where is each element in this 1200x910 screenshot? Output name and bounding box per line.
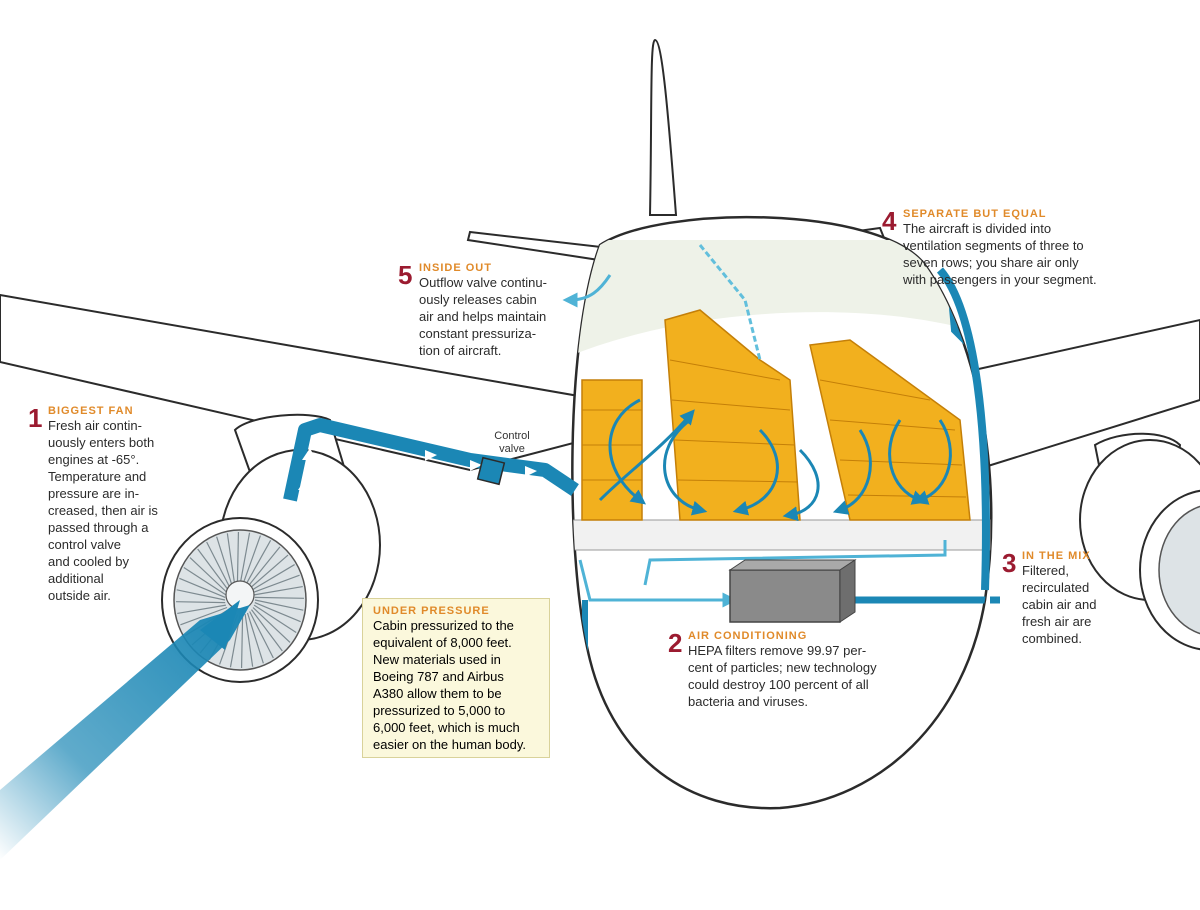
fan-blade [239,532,251,586]
callout-heading: Biggest fan [48,405,134,417]
overhead-duct-center [698,244,762,361]
fan-blade [183,566,227,596]
cabin-floor [572,519,991,551]
callout-air-conditioning: 2 Air conditioning HEPA filters remove 9… [668,630,928,710]
callout-text: HEPA filters remove 99.97 per- cent of p… [688,643,877,709]
bleed-air-duct [283,418,579,502]
callout-heading: In the mix [1022,550,1091,562]
return-duct-left [578,559,738,608]
fan-blade [189,557,228,593]
intake-arrowhead [200,600,240,650]
fan-blade [247,546,281,588]
fan-blade [251,609,283,652]
fan-blade [176,601,226,604]
tail-fin [648,38,678,216]
callout-heading: Separate but equal [903,208,1047,220]
callout-biggest-fan: 1 Biggest fan Fresh air contin- uously e… [28,405,168,604]
fan-blade [179,577,226,598]
callout-number: 1 [28,403,43,433]
fan-blade [226,533,236,586]
fan-blade [249,611,274,659]
callout-text: Filtered, recirculated cabin air and fre… [1022,563,1097,646]
fan-blade [236,532,240,586]
fan-blade [253,604,297,634]
fan-blade [176,589,226,601]
fan-blade [252,607,291,643]
return-duct-right [643,540,947,586]
seat-block-left [581,379,643,521]
seat-block-right [809,339,971,521]
air-conditioning-unit [729,569,841,623]
box-heading: Under pressure [373,605,490,617]
right-engine-fan [1158,505,1200,635]
callout-heading: Inside out [419,262,492,274]
control-valve [476,456,506,486]
fan-blade [249,554,289,589]
callout-text: The aircraft is divided into ventilation… [903,221,1097,287]
box-text: Cabin pressurized to the equivalent of 8… [373,618,526,752]
callout-number: 3 [1002,548,1017,578]
left-stabilizer [466,230,614,264]
callout-separate-but-equal: 4 Separate but equal The aircraft is div… [882,208,1142,288]
callout-number: 4 [882,206,897,236]
fan-blade [246,612,264,664]
bleed-air-chevrons [298,448,537,490]
fan-blade [253,585,303,596]
fan-blade [252,574,300,594]
under-pressure-box: Under pressure Cabin pressurized to the … [362,598,550,758]
fan-blade [180,606,228,626]
callout-heading: Air conditioning [688,630,808,642]
fan-blade [216,536,234,588]
control-valve-label: Control valve [494,430,530,455]
callout-text: Fresh air contin- uously enters both eng… [48,418,158,603]
seat-block-center [664,309,801,521]
cabin-airflow-arrows [598,398,952,522]
fan-blade [254,596,304,599]
callout-number: 5 [398,260,413,290]
fan-blade [177,604,227,615]
callout-inside-out: 5 Inside out Outflow valve continu- ousl… [398,262,598,359]
fan-blade [244,540,272,587]
fan-blade [254,602,301,623]
fan-blade [251,564,295,591]
fresh-air-intake-beam [0,605,250,860]
callout-text: Outflow valve continu- ously releases ca… [419,275,547,358]
left-wing [0,293,592,472]
fan-blade [254,599,304,611]
cabin-ceiling [572,240,992,360]
callout-number: 2 [668,628,683,658]
callout-in-the-mix: 3 In the mix Filtered, recirculated cabi… [1002,550,1132,647]
fan-blade [242,535,261,586]
outflow-arrow [562,274,612,308]
fan-blade [240,614,244,668]
fan-blade [197,548,229,591]
fan-blade [244,614,254,667]
fan-spinner [225,580,255,610]
supply-duct-right [936,267,990,591]
fan-blade [206,541,231,589]
